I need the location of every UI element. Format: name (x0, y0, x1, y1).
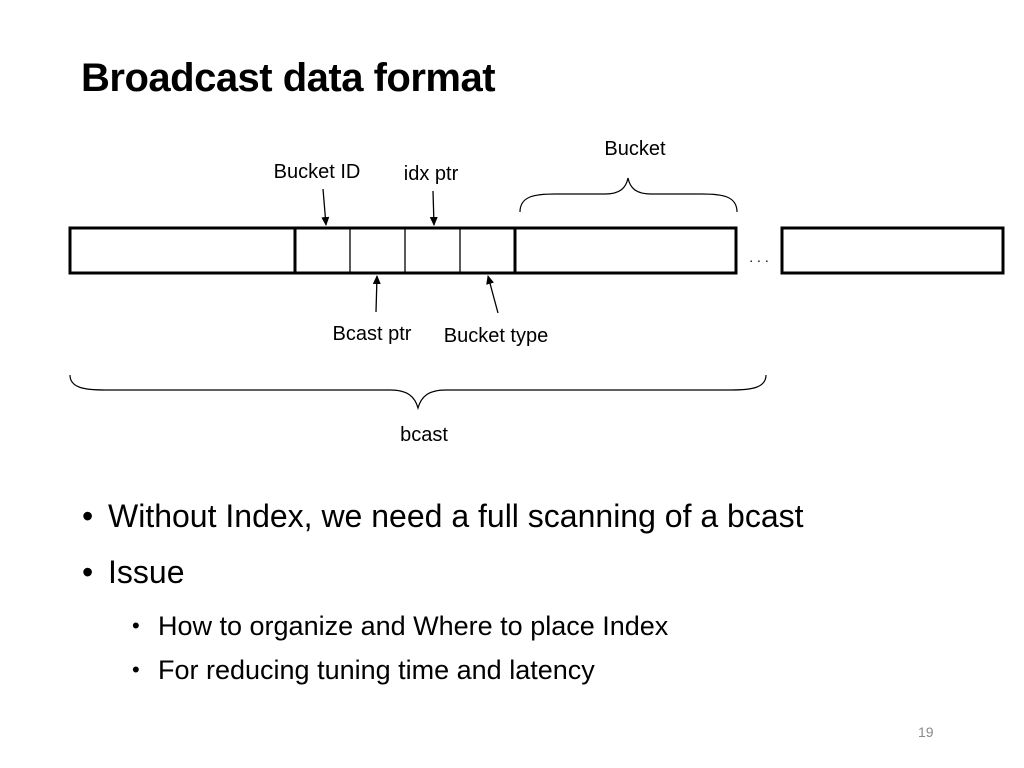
bucket-id-arrow (321, 188, 330, 226)
sub-bullet-item: How to organize and Where to place Index (132, 606, 804, 650)
bucket-type-arrow (486, 275, 499, 314)
trailing-bucket-box (780, 226, 1005, 275)
bucket-label: Bucket (604, 138, 666, 160)
bucket-brace (519, 177, 738, 213)
bcast-brace (69, 374, 767, 411)
bullet-list: Without Index, we need a full scanning o… (82, 494, 804, 694)
bcast-label: bcast (400, 424, 448, 446)
sub-bullet-item: For reducing tuning time and latency (132, 650, 804, 694)
slide-title: Broadcast data format (81, 56, 496, 100)
bcast-ptr-label: Bcast ptr (333, 323, 412, 345)
idx-ptr-arrow (429, 190, 438, 226)
idx-ptr-label: idx ptr (404, 163, 459, 185)
bullet-item: Issue (82, 550, 804, 606)
bucket-id-label: Bucket ID (274, 161, 361, 183)
bcast-bar (68, 226, 738, 275)
ellipsis-label: . . . (749, 249, 768, 265)
bcast-ptr-arrow (372, 275, 381, 313)
bucket-type-label: Bucket type (444, 325, 549, 347)
bullet-item: Without Index, we need a full scanning o… (82, 494, 804, 550)
page-number: 19 (918, 724, 934, 740)
